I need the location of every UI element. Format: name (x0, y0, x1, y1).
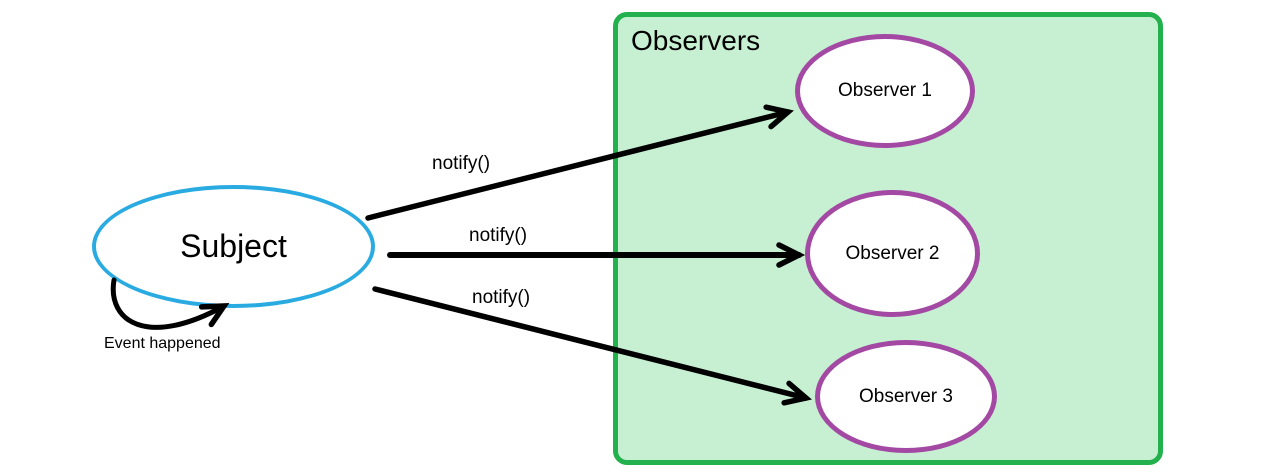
notify-label-1: notify() (432, 153, 491, 174)
notify-label-2: notify() (469, 225, 528, 246)
observer-2-label: Observer 2 (845, 242, 940, 264)
notify-label-3: notify() (472, 287, 531, 308)
subject-label: Subject (180, 228, 287, 264)
observer-1-label: Observer 1 (838, 80, 932, 101)
observers-group-title: Observers (631, 25, 761, 56)
observer-node-2: Observer 2 (805, 190, 980, 317)
subject-node: Subject (92, 185, 375, 308)
observer-3-label: Observer 3 (859, 385, 953, 407)
observer-node-1: Observer 1 (795, 34, 975, 148)
observer-node-3: Observer 3 (815, 340, 997, 453)
self-loop-label: Event happened (104, 335, 221, 352)
